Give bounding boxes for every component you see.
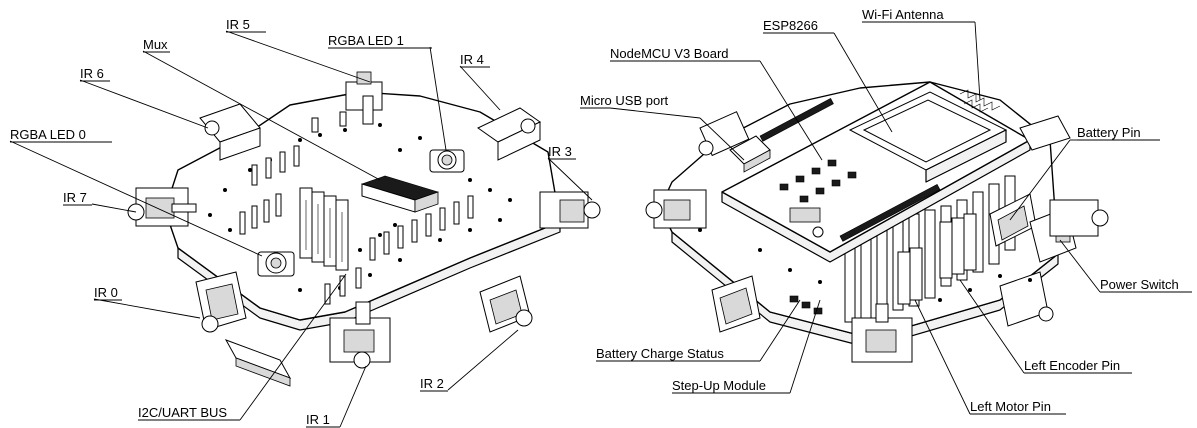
label-ir0: IR 0 <box>94 285 118 300</box>
label-mux: Mux <box>143 37 168 52</box>
label-micro-usb: Micro USB port <box>580 93 669 108</box>
motor-header <box>897 247 923 305</box>
label-left-motor-pin: Left Motor Pin <box>970 399 1051 414</box>
ir-sensor-1 <box>329 301 391 369</box>
label-rgba-led-1: RGBA LED 1 <box>328 33 404 48</box>
label-ir7: IR 7 <box>63 190 87 205</box>
ir-sensor-6 <box>199 103 261 161</box>
right-ir-front-right <box>1019 115 1071 151</box>
right-board <box>645 81 1109 363</box>
right-ir-back <box>851 303 913 363</box>
label-left-encoder-pin: Left Encoder Pin <box>1024 358 1120 373</box>
header-pins-left <box>299 187 349 271</box>
mux-chip <box>361 175 439 213</box>
ir-sensor-2 <box>479 275 533 333</box>
label-ir4: IR 4 <box>460 52 484 67</box>
esp8266-module <box>848 91 1008 183</box>
micro-usb-port-part <box>729 135 771 173</box>
labels: IR 5 Mux RGBA LED 1 IR 4 IR 6 RGBA LED 0… <box>10 7 1192 427</box>
left-board-holes <box>208 123 512 292</box>
left-board-standoffs <box>239 111 474 305</box>
right-ir-back-right <box>999 271 1054 327</box>
rgba-led-1 <box>429 149 465 173</box>
right-ir-back-left <box>711 275 761 333</box>
nodemcu-button <box>812 226 824 238</box>
i2c-uart-connector <box>224 339 292 387</box>
right-ir-right <box>1049 199 1109 237</box>
ir-sensor-3 <box>539 191 601 229</box>
ir-sensor-4 <box>477 107 541 161</box>
rgba-led-0 <box>257 251 295 277</box>
charge-status-leds <box>789 295 823 315</box>
label-battery-pin: Battery Pin <box>1077 125 1141 140</box>
label-step-up-module: Step-Up Module <box>672 378 766 393</box>
battery-pin-part <box>989 193 1037 247</box>
right-board-holes <box>698 228 1032 302</box>
label-power-switch: Power Switch <box>1100 277 1179 292</box>
nodemcu-usb-chip <box>789 207 821 223</box>
label-ir6: IR 6 <box>80 66 104 81</box>
label-ir3: IR 3 <box>548 144 572 159</box>
label-battery-charge-status: Battery Charge Status <box>596 346 724 361</box>
label-esp8266: ESP8266 <box>763 18 818 33</box>
left-board <box>127 71 601 387</box>
label-rgba-led-0: RGBA LED 0 <box>10 127 86 142</box>
label-nodemcu: NodeMCU V3 Board <box>610 46 729 61</box>
label-i2c-uart-bus: I2C/UART BUS <box>138 405 227 420</box>
right-ir-left <box>645 189 707 229</box>
ir-sensor-0 <box>195 271 247 333</box>
label-wifi-antenna: Wi-Fi Antenna <box>862 7 944 22</box>
label-ir2: IR 2 <box>420 376 444 391</box>
encoder-header <box>939 213 977 279</box>
leader-lines <box>9 21 1101 428</box>
right-ir-front-left <box>698 111 750 157</box>
ir-sensor-7 <box>127 187 197 227</box>
ir-sensor-5 <box>345 71 383 125</box>
label-ir5: IR 5 <box>226 17 250 32</box>
label-ir1: IR 1 <box>306 412 330 427</box>
